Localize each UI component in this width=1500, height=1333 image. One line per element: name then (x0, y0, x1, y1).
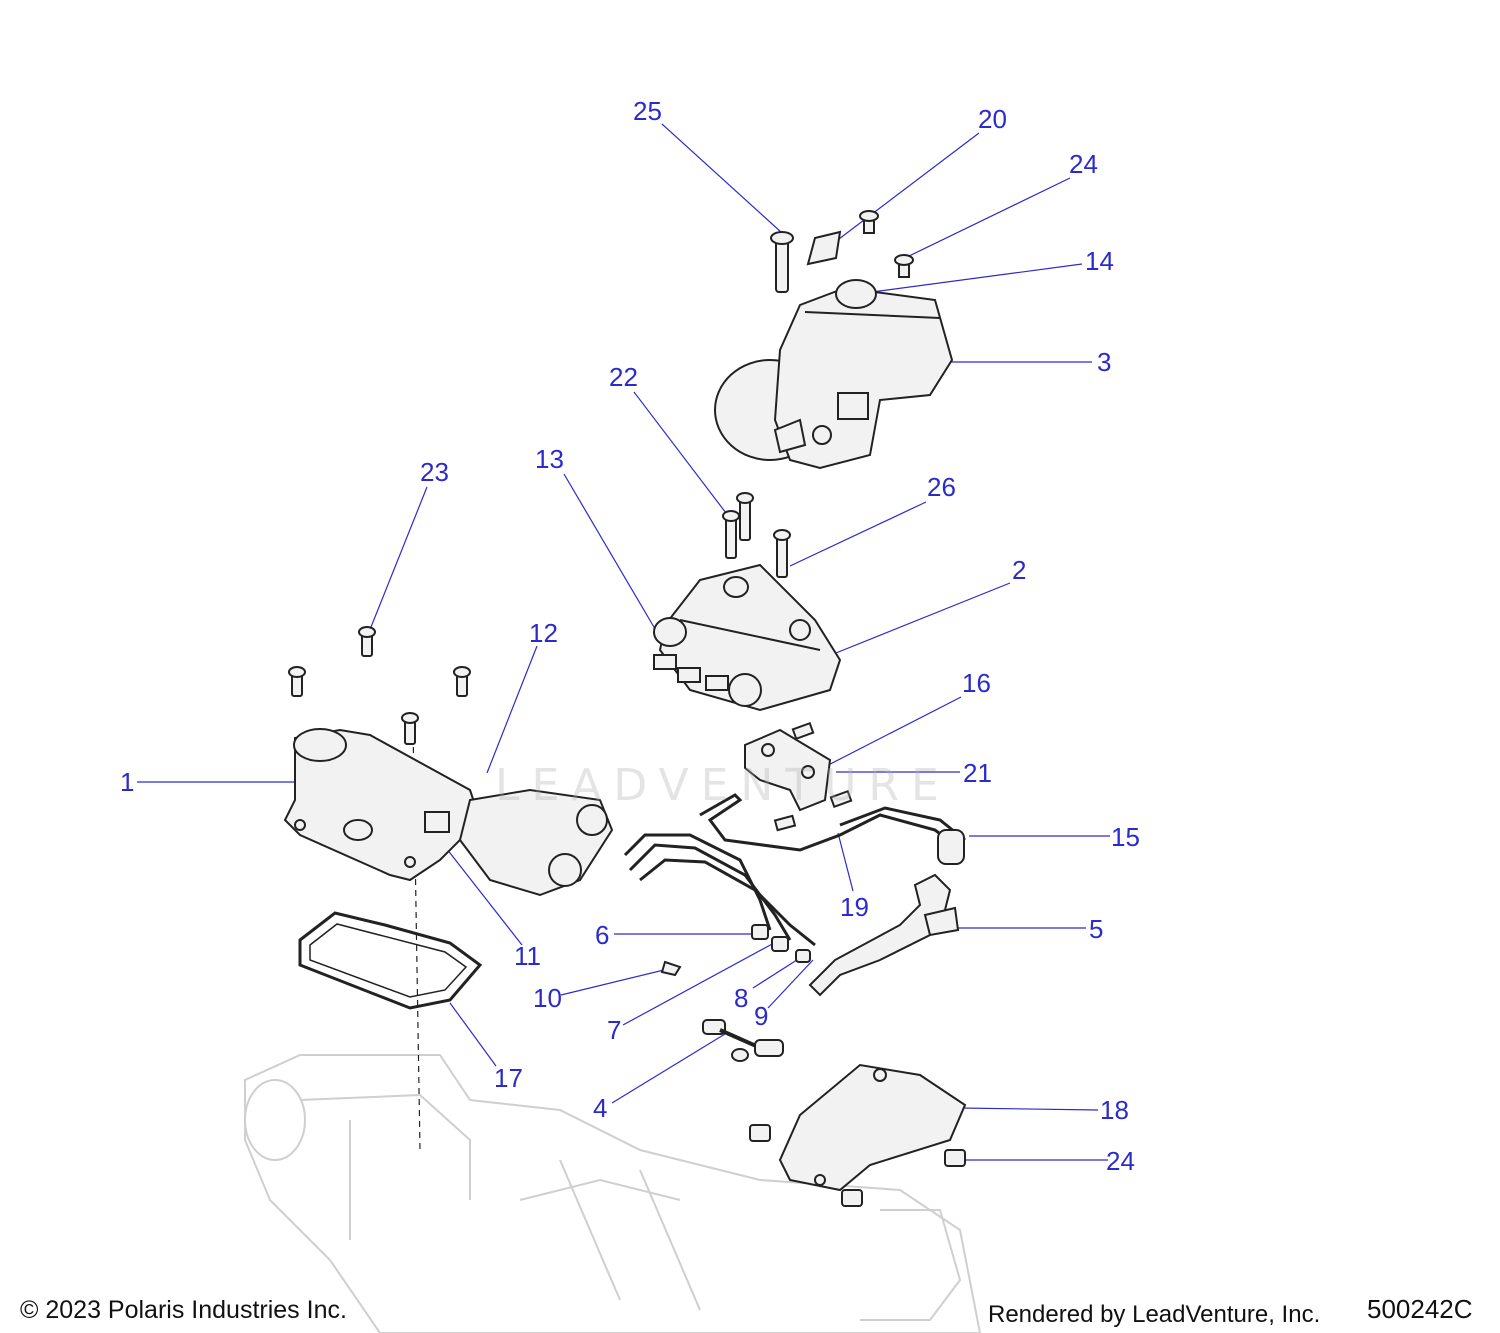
valve-body-2 (653, 563, 842, 712)
callout-13: 13 (535, 444, 564, 474)
callout-1: 1 (120, 767, 135, 797)
callout-7: 7 (607, 1015, 622, 1045)
callout-18: 18 (1100, 1095, 1129, 1125)
label-20 (806, 230, 842, 266)
callout-16: 16 (962, 668, 991, 698)
leader-lines (137, 123, 1110, 1161)
callout-22: 22 (609, 362, 638, 392)
callout-2: 2 (1012, 555, 1027, 585)
callout-11: 11 (514, 941, 541, 971)
callout-20: 20 (978, 104, 1007, 134)
rendered-by-text: Rendered by LeadVenture, Inc. (988, 1301, 1321, 1328)
callout-23: 23 (420, 457, 449, 487)
callout-8: 8 (734, 983, 749, 1013)
callout-3: 3 (1097, 347, 1112, 377)
callout-5: 5 (1089, 914, 1104, 944)
bolt-25 (770, 231, 794, 293)
tubes-6 (623, 833, 816, 947)
callout-25: 25 (633, 96, 662, 126)
shield-18 (749, 1063, 967, 1207)
linkage-4 (702, 1019, 784, 1062)
watermark: LEADVENTURE (495, 760, 951, 811)
screws-24-top (859, 210, 914, 278)
gasket-17 (298, 911, 483, 1010)
fittings (660, 924, 811, 977)
hose-15 (699, 793, 966, 865)
parts (283, 210, 967, 1207)
callout-24: 24 (1069, 149, 1098, 179)
callout-4: 4 (593, 1093, 608, 1123)
cover-1 (283, 728, 614, 897)
bolts-23 (288, 626, 471, 745)
transmission-housing-ghost (244, 1054, 982, 1333)
callout-26: 26 (927, 472, 956, 502)
callout-9: 9 (754, 1001, 769, 1031)
callout-12: 12 (529, 618, 558, 648)
copyright-text: © 2023 Polaris Industries Inc. (20, 1296, 347, 1324)
callout-21: 21 (963, 758, 992, 788)
callout-24-lower: 24 (1106, 1146, 1135, 1176)
callout-15: 15 (1111, 822, 1140, 852)
diagram-id: 500242C (1367, 1294, 1473, 1324)
hydraulic-unit-3 (714, 279, 954, 470)
bolts-22-26 (722, 492, 791, 578)
callout-14: 14 (1085, 246, 1114, 276)
callout-6: 6 (595, 920, 610, 950)
bracket-16 (744, 721, 853, 832)
callout-19: 19 (840, 892, 869, 922)
callout-10: 10 (533, 983, 562, 1013)
hose-5 (808, 873, 960, 997)
callout-17: 17 (494, 1063, 523, 1093)
